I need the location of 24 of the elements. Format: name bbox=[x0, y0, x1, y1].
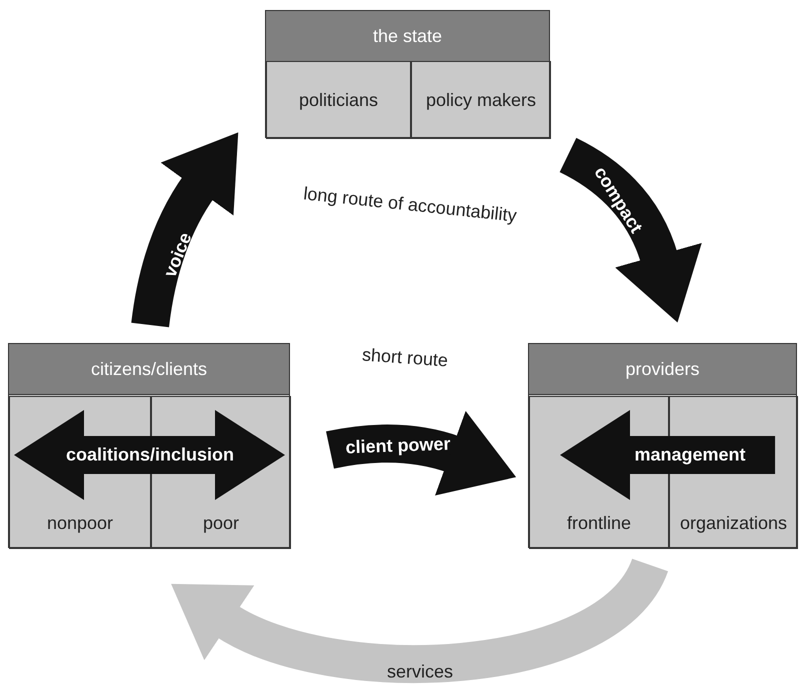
group-cell bbox=[266, 61, 411, 139]
cell-label: organizations bbox=[680, 513, 788, 534]
box-heading: providers bbox=[529, 344, 796, 395]
cell-label: frontline bbox=[566, 513, 632, 534]
block-arrow bbox=[560, 410, 776, 500]
edge-label: services bbox=[387, 662, 453, 682]
box-heading: citizens/clients bbox=[9, 344, 289, 395]
route-label: short route bbox=[361, 344, 449, 372]
cell-label: policy makers bbox=[426, 90, 536, 110]
edge-label: management bbox=[634, 444, 746, 466]
block-arrow bbox=[326, 410, 517, 496]
cell-label: poor bbox=[202, 513, 240, 534]
box-heading: the state bbox=[266, 11, 549, 62]
edge-label: voice bbox=[160, 230, 196, 280]
route-label: long route of accountability bbox=[302, 183, 518, 227]
cell-label: nonpoor bbox=[46, 513, 114, 534]
edge-label: coalitions/inclusion bbox=[66, 444, 234, 466]
group-cell bbox=[411, 61, 551, 139]
edge-label: client power bbox=[345, 434, 451, 458]
actor-box bbox=[265, 10, 550, 138]
block-arrow bbox=[559, 138, 702, 322]
cell-label: politicians bbox=[298, 90, 378, 110]
block-arrow bbox=[131, 131, 237, 328]
block-arrow bbox=[14, 410, 285, 500]
